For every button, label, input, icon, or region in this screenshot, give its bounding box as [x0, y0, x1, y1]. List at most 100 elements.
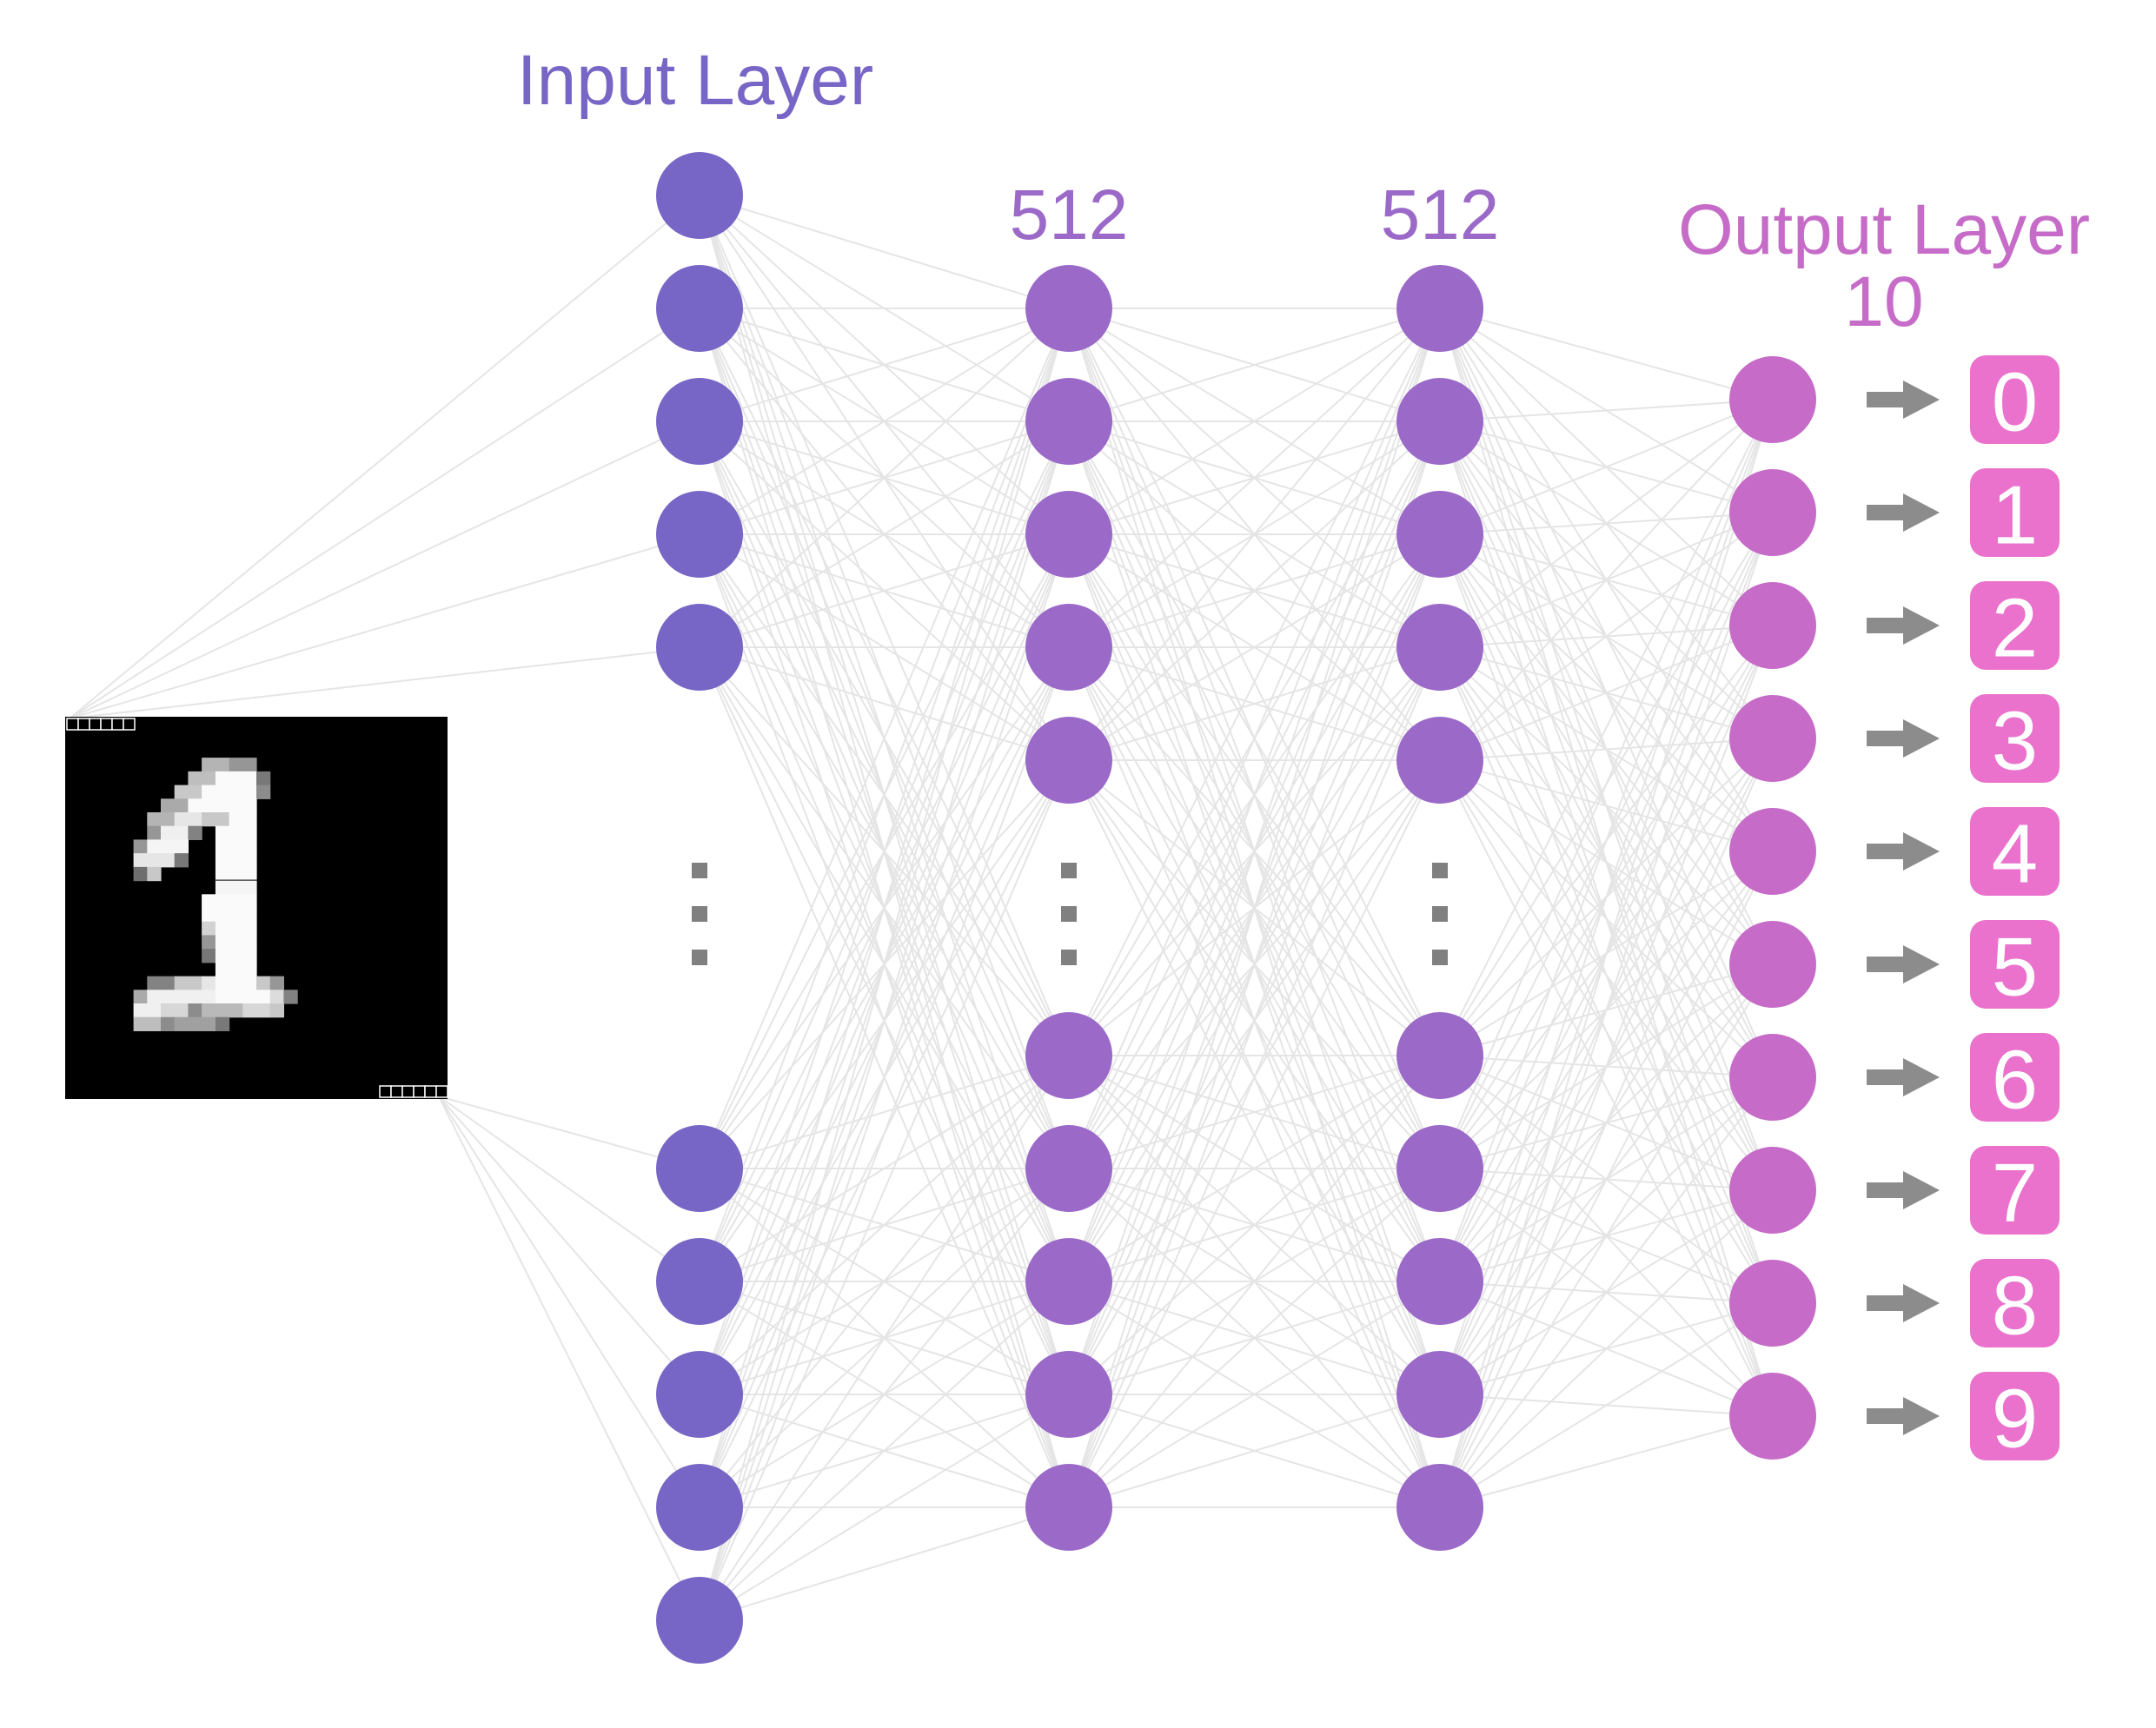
connection-line: [1068, 1394, 1441, 1508]
digit-pixel: [174, 976, 202, 990]
connection-line: [699, 308, 1070, 1282]
ellipsis-dot: [1432, 950, 1448, 965]
connection-line: [1439, 759, 1774, 1191]
digit-pixel: [133, 1016, 162, 1031]
hidden2-node: [1396, 604, 1483, 691]
corner-cell: [401, 1085, 415, 1098]
digit-pixel: [174, 1016, 216, 1031]
connection-line: [699, 308, 1070, 648]
connection-line: [1068, 1055, 1441, 1169]
digit-pixel: [215, 1016, 230, 1031]
connection-line: [699, 646, 1070, 761]
digit-pixel: [147, 839, 189, 854]
digit-pixel: [229, 758, 257, 772]
connection-line: [699, 308, 1070, 535]
ellipsis-dot: [1061, 863, 1077, 878]
input-node: [656, 152, 743, 239]
hidden1-node: [1025, 1351, 1112, 1438]
connection-line: [1439, 1076, 1774, 1508]
digit-pixel: [161, 825, 189, 840]
connection-line: [699, 759, 1070, 1621]
connection-line: [1439, 759, 1774, 1417]
arrow-right-icon: [1903, 1058, 1940, 1096]
connection-line: [699, 1281, 1070, 1621]
output-node: [1729, 1260, 1816, 1347]
input-node: [656, 265, 743, 352]
ellipsis-dot: [692, 906, 707, 922]
connection-line: [1439, 399, 1774, 1395]
arrow-right-icon: [1903, 1284, 1940, 1322]
connection-line: [699, 308, 1070, 1621]
image-connection-line: [69, 420, 700, 719]
connection-line: [1439, 759, 1774, 1304]
output-class-label: 5: [1992, 921, 2038, 1014]
output-node: [1729, 1373, 1816, 1460]
digit-pixel: [188, 1003, 202, 1018]
connection-line: [1068, 420, 1441, 1508]
hidden1-node: [1025, 265, 1112, 352]
digit-pixel: [215, 990, 271, 1004]
connection-line: [1439, 399, 1774, 422]
connection-line: [1068, 308, 1441, 761]
output-class-label: 1: [1992, 469, 2038, 562]
connection-line: [699, 533, 1070, 1621]
digit-pixel: [133, 990, 148, 1004]
digit-pixel: [242, 1003, 271, 1018]
digit-pixel: [202, 908, 257, 923]
digit-pixel: [188, 825, 202, 840]
connection-line: [1068, 1055, 1441, 1395]
digit-pixel: [202, 921, 216, 936]
input-node: [656, 491, 743, 578]
connection-line: [699, 195, 1070, 309]
connection-line: [699, 308, 1070, 422]
ellipsis-dot: [692, 863, 707, 878]
digit-pixel: [202, 758, 230, 772]
connection-line: [699, 1055, 1070, 1282]
connection-line: [1068, 646, 1441, 761]
output-class-box: [1970, 1146, 2060, 1235]
digit-pixel: [161, 1003, 189, 1018]
arrow-right-icon: [1903, 945, 1940, 983]
input-node: [656, 1238, 743, 1325]
image-connection-line: [438, 1096, 700, 1395]
output-class-box: [1970, 807, 2060, 896]
output-node: [1729, 1034, 1816, 1121]
connection-line: [699, 195, 1070, 1056]
arrow-right-icon: [1903, 606, 1940, 645]
arrow-shaft: [1867, 618, 1908, 633]
output-node: [1729, 356, 1816, 443]
arrow-right-icon: [1903, 1397, 1940, 1435]
digit-pixel: [147, 812, 176, 827]
digit-pixel: [147, 866, 162, 882]
connection-line: [1439, 512, 1774, 1508]
connection-line: [699, 308, 1070, 1508]
output-class-label: 7: [1992, 1147, 2038, 1240]
connection-line: [1068, 308, 1441, 422]
hidden1-node: [1025, 717, 1112, 804]
hidden1-node: [1025, 1464, 1112, 1551]
connection-line: [1439, 738, 1774, 761]
connection-line: [699, 420, 1070, 1621]
digit-pixel: [147, 990, 216, 1004]
image-connection-lines: [69, 195, 700, 1621]
ellipsis-dot: [1432, 863, 1448, 878]
connection-line: [699, 533, 1070, 648]
network-nodes: [656, 152, 1816, 1664]
input-node: [656, 1351, 743, 1438]
ellipsis-dot: [692, 950, 707, 965]
connection-line: [1439, 399, 1774, 1282]
connection-line: [1439, 399, 1774, 1169]
output-node: [1729, 808, 1816, 895]
connection-line: [1439, 625, 1774, 1508]
digit-pixel: [202, 976, 216, 990]
arrow-shaft: [1867, 1295, 1908, 1311]
digit-pixel: [202, 1003, 243, 1018]
image-connection-line: [438, 1096, 700, 1621]
output-class-box: [1970, 1033, 2060, 1122]
digit-pixel: [215, 949, 257, 963]
digit-pixel: [202, 812, 230, 827]
digit-pixel: [188, 771, 216, 786]
input-node: [656, 1125, 743, 1212]
output-node: [1729, 921, 1816, 1008]
corner-cell: [89, 718, 102, 731]
